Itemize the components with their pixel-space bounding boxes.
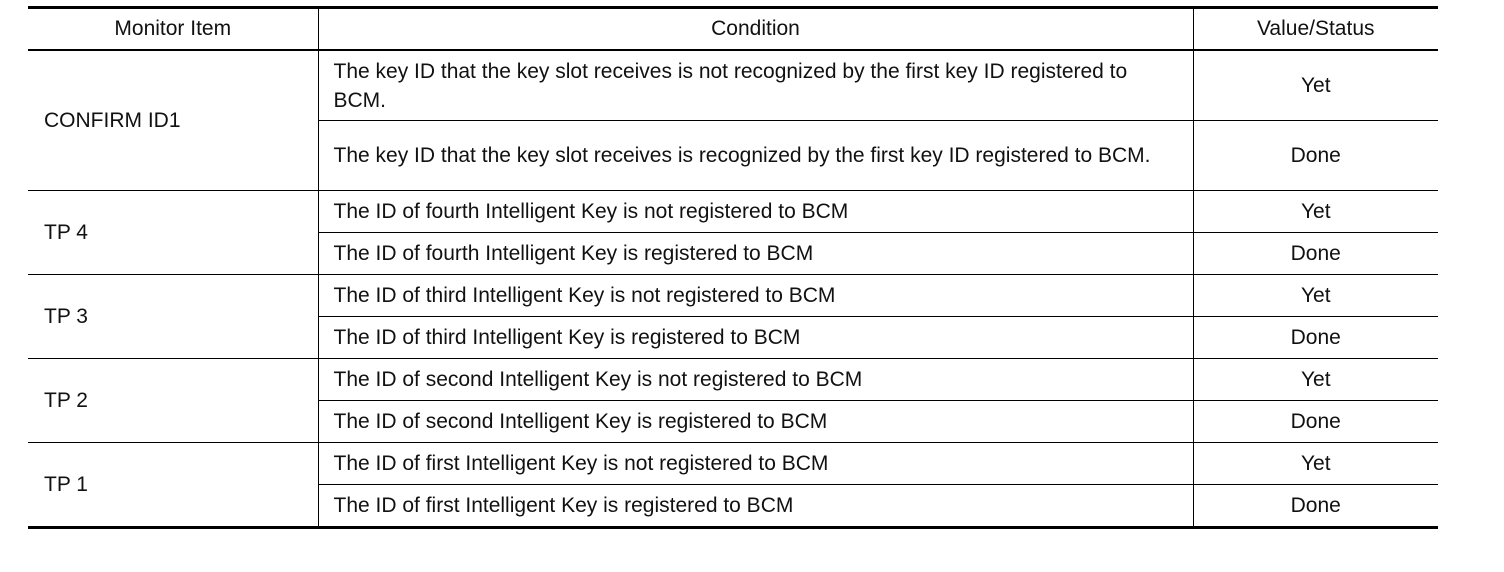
- header-condition: Condition: [317, 7, 1193, 51]
- value-status-cell: Done: [1193, 316, 1438, 359]
- value-status-cell: Yet: [1193, 274, 1438, 317]
- condition-cell: The key ID that the key slot receives is…: [318, 50, 1194, 121]
- header-value-status: Value/Status: [1192, 7, 1438, 51]
- table-row: CONFIRM ID1 The key ID that the key slot…: [28, 50, 1438, 191]
- value-status-cell: Yet: [1193, 442, 1438, 485]
- monitor-item-cell: CONFIRM ID1: [28, 50, 319, 191]
- value-status-cell: Done: [1193, 232, 1438, 275]
- condition-cell: The ID of third Intelligent Key is regis…: [318, 316, 1194, 359]
- value-status-cell: Yet: [1193, 190, 1438, 233]
- value-status-cell: Done: [1193, 120, 1438, 191]
- table-row: The key ID that the key slot receives is…: [28, 120, 1438, 191]
- condition-cell: The ID of first Intelligent Key is regis…: [318, 484, 1194, 528]
- header-monitor-item: Monitor Item: [28, 7, 318, 51]
- condition-cell: The ID of fourth Intelligent Key is regi…: [318, 232, 1194, 275]
- value-status-cell: Done: [1193, 400, 1438, 443]
- table-row: The ID of fourth Intelligent Key is regi…: [28, 232, 1438, 275]
- condition-cell: The ID of first Intelligent Key is not r…: [318, 442, 1194, 485]
- table-row: The ID of third Intelligent Key is regis…: [28, 316, 1438, 359]
- value-status-cell: Yet: [1193, 358, 1438, 401]
- header-row: Monitor Item Condition Value/Status: [28, 7, 1438, 51]
- table-row: TP 1 The ID of first Intelligent Key is …: [28, 442, 1438, 528]
- table-row: The ID of first Intelligent Key is regis…: [28, 484, 1438, 528]
- monitor-item-cell: TP 2: [28, 358, 319, 443]
- condition-cell: The ID of second Intelligent Key is not …: [318, 358, 1194, 401]
- table-row: The ID of second Intelligent Key is regi…: [28, 400, 1438, 443]
- condition-cell: The ID of third Intelligent Key is not r…: [318, 274, 1194, 317]
- table-row: TP 3 The ID of third Intelligent Key is …: [28, 274, 1438, 359]
- monitor-item-cell: TP 1: [28, 442, 319, 528]
- value-status-cell: Yet: [1193, 50, 1438, 121]
- monitor-table: Monitor Item Condition Value/Status CONF…: [28, 6, 1438, 529]
- monitor-item-cell: TP 3: [28, 274, 319, 359]
- value-status-cell: Done: [1290, 494, 1341, 517]
- table-row: TP 4 The ID of fourth Intelligent Key is…: [28, 190, 1438, 275]
- table-row: TP 2 The ID of second Intelligent Key is…: [28, 358, 1438, 443]
- condition-cell: The ID of second Intelligent Key is regi…: [318, 400, 1194, 443]
- monitor-item-cell: TP 4: [28, 190, 319, 275]
- condition-cell: The ID of fourth Intelligent Key is not …: [318, 190, 1194, 233]
- condition-cell: The key ID that the key slot receives is…: [318, 120, 1194, 191]
